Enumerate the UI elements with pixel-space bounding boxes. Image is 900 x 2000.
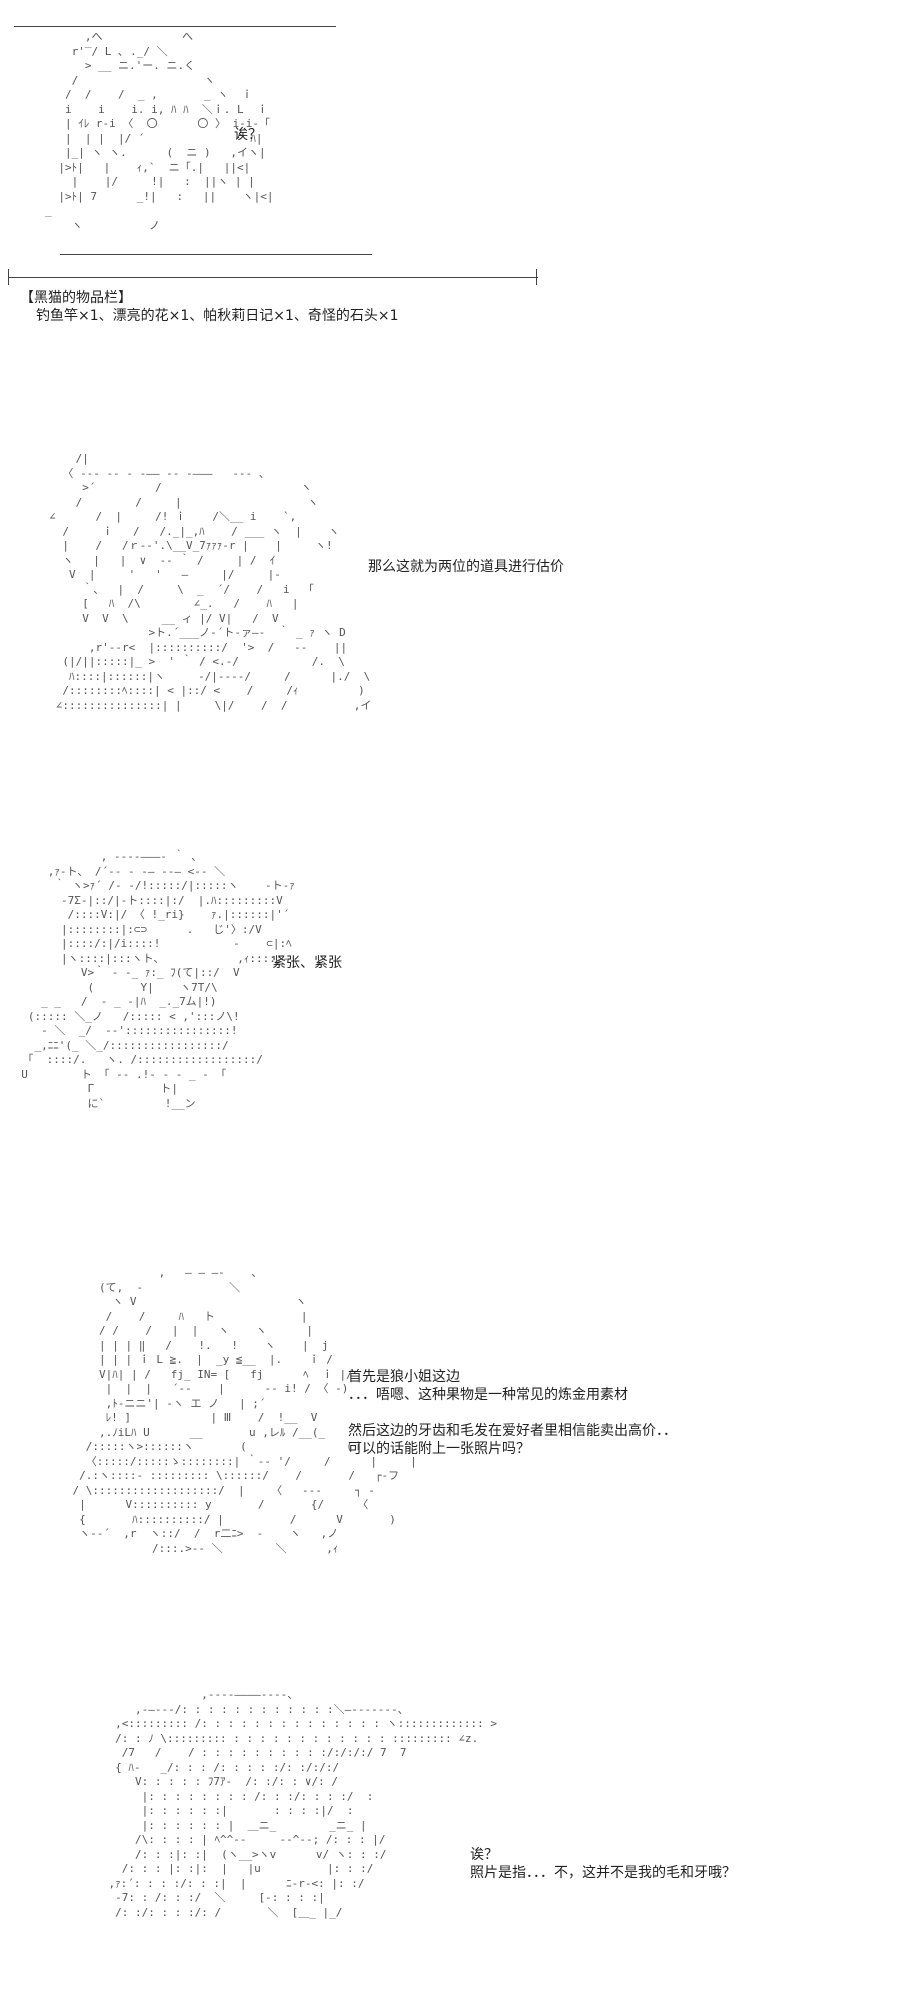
shopkeeper-speech: 那么这就为两位的道具进行估价 (368, 559, 564, 575)
shopkeeper-appraisal-ascii-art: , ― ― ―‐ 、 (て, ‐ ＼ ヽ V ヽ / / ﾊ ト | / / /… (72, 1266, 417, 1555)
appraisal-speech: 首先是狼小姐这边 ．．．唔嗯、这种果物是一种常见的炼金用素材 然后这边的牙齿和毛… (348, 1369, 677, 1457)
shopkeeper-ascii-art: /| 〈 ‐‐‐ ‐‐ ‐ ‐―― ‐‐ ‐――― ‐‐‐ 、 >´ / ヽ /… (49, 452, 372, 712)
wolf-girl-speech: 紧张、紧张 (272, 955, 342, 971)
black-cat-reaction-speech: 诶？ 照片是指．．．不，这并不是我的毛和牙哦？ (470, 1847, 736, 1881)
top-divider (14, 26, 336, 27)
ground-line (60, 254, 372, 255)
black-cat-ascii-art: ,へ へ r'‾/ L ､ ._/ ＼ > __ ニ.'ー. ニ.く / ヽ /… (45, 30, 274, 232)
black-cat-reaction-ascii-art: ,-‐‐‐――――‐‐‐‐、 ,‐―‐‐‐/: : : : : : : : : … (108, 1688, 497, 1919)
black-cat-speech: 诶？ (234, 127, 262, 143)
divider-right-tick (536, 269, 537, 285)
inventory-title: 【黑猫的物品栏】 (20, 290, 132, 306)
inventory-divider (8, 277, 538, 278)
inventory-items: 钓鱼竿×1、漂亮的花×1、帕秋莉日记×1、奇怪的石头×1 (36, 308, 399, 324)
divider-left-tick (8, 269, 9, 285)
wolf-girl-ascii-art: , ‐‐‐‐―――‐ ｀ 、 ,ｧ‐ト、 /´‐‐ ‐ ‐― ‐‐― <‐‐ ＼… (21, 850, 295, 1110)
